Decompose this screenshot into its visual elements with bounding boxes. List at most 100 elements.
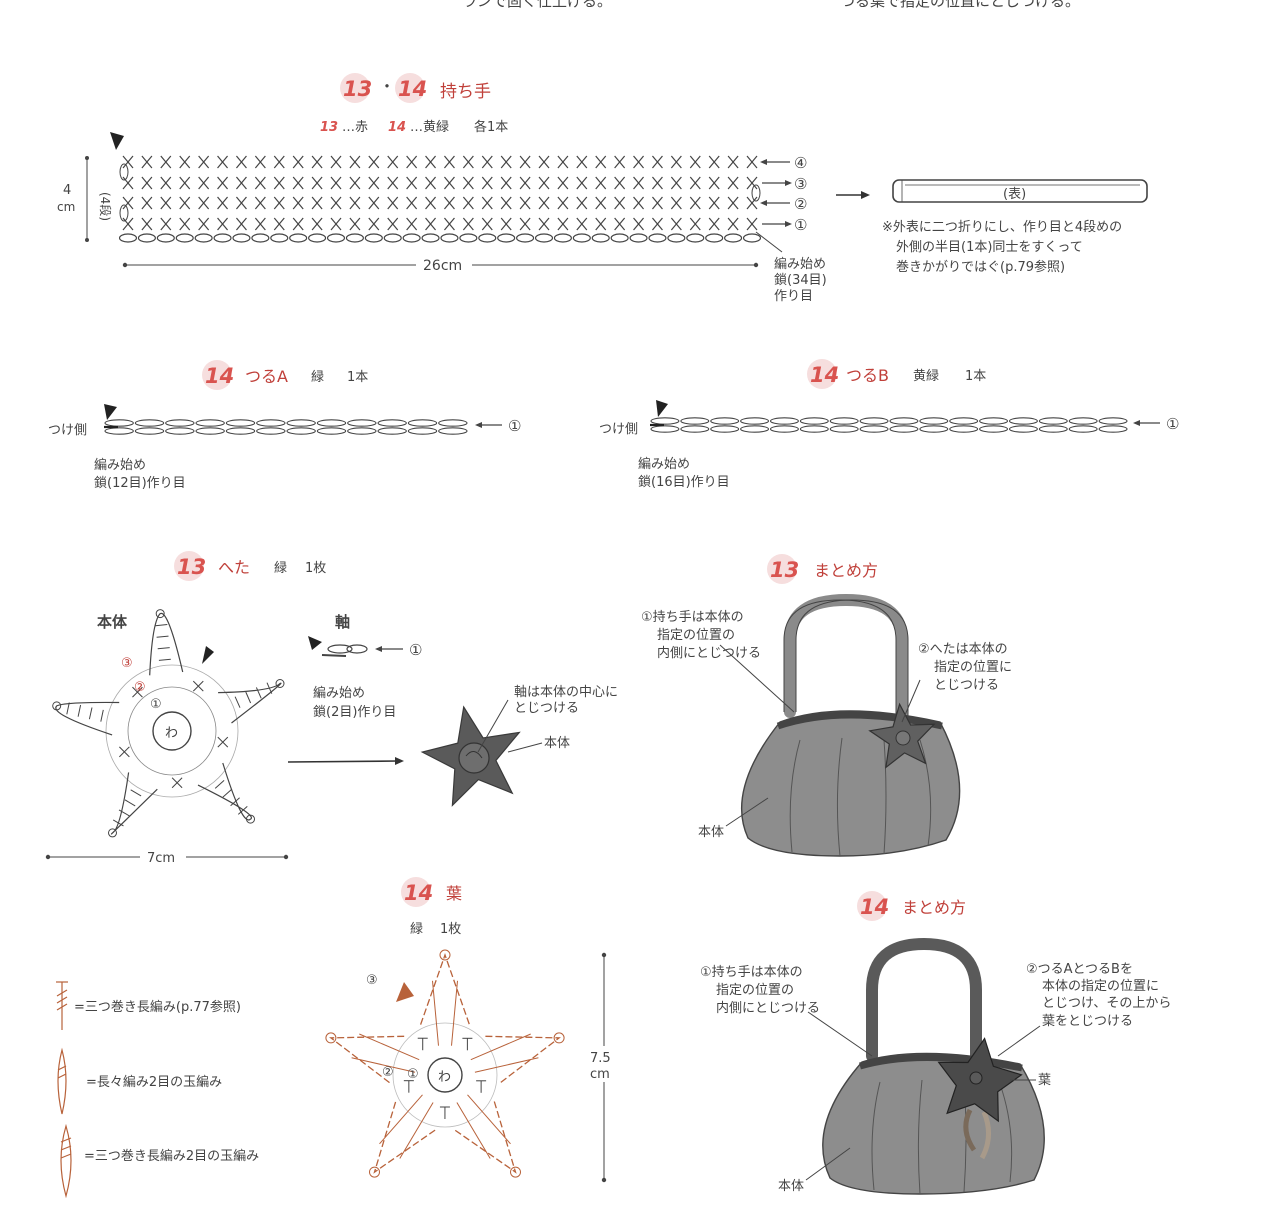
sc-stitch-icon — [557, 155, 569, 169]
sc-stitch-icon — [708, 155, 720, 169]
sc-stitch-icon — [746, 155, 758, 169]
sc-stitch-icon — [160, 155, 172, 169]
vine-a-num: 14 — [205, 364, 234, 388]
sc-stitch-icon — [462, 155, 474, 169]
sc-stitch-icon — [462, 176, 474, 190]
chain-stitch-icon — [137, 233, 156, 243]
chain-stitch-icon — [195, 419, 225, 427]
calyx-petal — [52, 701, 120, 736]
chain-stitch-icon — [377, 427, 407, 435]
chain-stitch-icon — [1068, 417, 1098, 425]
sc-stitch-icon — [387, 196, 399, 210]
sc-stitch-icon — [576, 176, 588, 190]
leaf-ring: わ — [438, 1070, 451, 1085]
sc-stitch-icon — [122, 155, 134, 169]
chain-stitch-icon — [175, 233, 194, 243]
sc-stitch-icon — [538, 155, 550, 169]
row-label-1: ① — [794, 216, 807, 234]
chain-stitch-icon — [134, 419, 165, 427]
vine-b-section: 14 つるB 黄緑 1本 つけ側 ① 編み始め 鎖(16目)作り目 — [599, 359, 1179, 490]
calyx-row-1: ① — [150, 697, 162, 712]
sc-stitch-icon — [481, 155, 493, 169]
chain-stitch-icon — [407, 419, 438, 427]
assembly14-note1-3: 内側にとじつける — [716, 1000, 820, 1016]
sc-stitch-icon — [311, 217, 323, 231]
badge-circle — [340, 73, 370, 103]
chain-stitch-icon — [251, 233, 270, 243]
handle-dot: ・ — [379, 77, 395, 96]
sc-stitch-icon — [519, 176, 531, 190]
sc-stitch-icon — [500, 176, 512, 190]
sc-stitch-icon — [727, 155, 739, 169]
sc-stitch-icon — [406, 196, 418, 210]
chain-stitch-icon — [650, 417, 680, 425]
vine-a-chain — [104, 419, 468, 435]
handle-section: 13 ・ 14 持ち手 13 …赤 14 …黄緑 各1本 4 cm (4段) ④… — [57, 73, 1148, 304]
assembly13-note1-3: 内側にとじつける — [657, 645, 761, 661]
sc-stitch-icon — [462, 217, 474, 231]
assembly-13-section: 13 まとめ方 ①持ち手は本体の 指定の位置の 内側にとじつける ②へたは本体の… — [641, 554, 1012, 857]
handle-note-2: 外側の半目(1本)同士をすくって — [896, 240, 1083, 255]
vine-a-side: つけ側 — [48, 423, 87, 438]
turning-chain-icon — [119, 163, 129, 181]
chain-stitch-icon — [194, 233, 213, 243]
chain-stitch-icon — [104, 419, 134, 427]
chain-stitch-icon — [829, 425, 859, 433]
vine-a-start-2: 鎖(12目)作り目 — [94, 475, 186, 491]
chain-stitch-icon — [949, 417, 979, 425]
sc-stitch-icon — [330, 196, 342, 210]
sc-stitch-icon — [633, 217, 645, 231]
sc-stitch-icon — [500, 155, 512, 169]
chain-stitch-icon — [1008, 417, 1038, 425]
sc-stitch-icon — [122, 217, 134, 231]
handle-rows: (4段) — [98, 192, 113, 221]
triple-treble-symbol-icon — [56, 981, 68, 1030]
leaf-height-value: 7.5 — [590, 1051, 611, 1066]
chain-stitch-icon — [438, 427, 468, 435]
sc-stitch-icon — [670, 155, 682, 169]
sc-stitch-icon — [254, 176, 266, 190]
chain-stitch-icon — [104, 427, 134, 435]
sc-stitch-icon — [387, 217, 399, 231]
stem-knob — [458, 742, 490, 774]
chain-stitch-icon — [421, 233, 440, 243]
leaf-row-1: ① — [407, 1067, 419, 1082]
chain-stitch-icon — [459, 233, 478, 243]
leaf-lobe — [454, 1094, 521, 1178]
chain-stitch-icon — [799, 417, 829, 425]
assembly13-body: 本体 — [698, 825, 724, 840]
chain-stitch-icon — [859, 417, 889, 425]
sc-stitch-icon — [368, 217, 380, 231]
assembly13-note1-2: 指定の位置の — [657, 628, 735, 643]
handle-height-value: 4 — [63, 183, 71, 198]
handle-start-1: 編み始め — [774, 256, 826, 272]
chain-stitch-icon — [1098, 417, 1128, 425]
sc-stitch-icon — [198, 155, 210, 169]
assembly14-note2-2: 本体の指定の位置に — [1042, 979, 1159, 994]
leaf-color: 緑 — [410, 922, 423, 937]
chain-stitch-icon — [478, 233, 497, 243]
chain-stitch-icon — [724, 233, 743, 243]
chain-stitch-icon — [225, 427, 256, 435]
row-label-4: ④ — [794, 154, 807, 172]
stem-start-1: 編み始め — [313, 685, 365, 701]
chain-stitch-icon — [377, 419, 407, 427]
sc-stitch-icon — [746, 196, 758, 210]
badge-circle — [395, 73, 425, 103]
sc-stitch-icon — [273, 196, 285, 210]
sc-stitch-icon — [727, 176, 739, 190]
stem-row: ① — [409, 641, 422, 659]
chain-stitch-icon — [680, 417, 710, 425]
chain-stitch-icon — [769, 417, 799, 425]
calyx-num: 13 — [177, 555, 206, 579]
leaf-title: 葉 — [446, 884, 462, 903]
chain-stitch-icon — [979, 417, 1009, 425]
calyx-row-3: ③ — [121, 656, 133, 671]
assembly14-note1-2: 指定の位置の — [716, 983, 794, 998]
chain-stitch-icon — [742, 233, 762, 243]
handle-title: 持ち手 — [440, 82, 491, 102]
sc-stitch-icon — [500, 217, 512, 231]
chain-stitch-icon — [919, 425, 949, 433]
calyx-color: 緑 — [274, 561, 287, 576]
assembly14-body: 本体 — [778, 1179, 804, 1194]
